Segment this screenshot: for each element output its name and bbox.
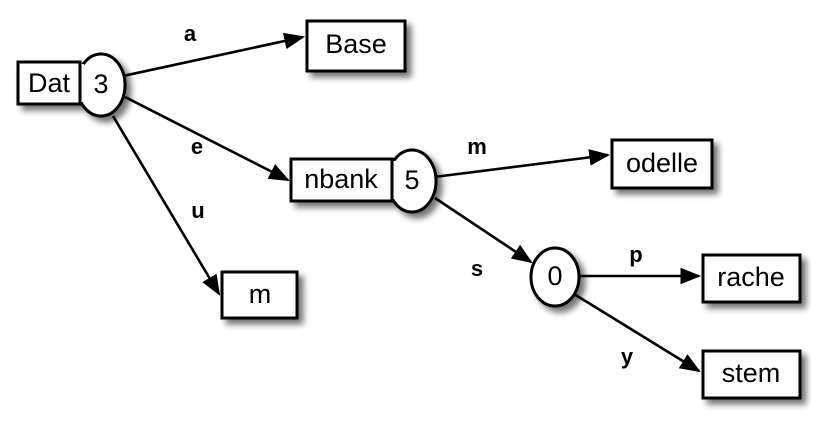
edge-label-y: y [621,344,634,369]
node-stem[interactable] [701,349,802,400]
node-dat-3[interactable] [16,52,127,118]
edge-label-m: m [467,134,487,159]
node-label-stem: stem [722,358,781,388]
node-nbank-5[interactable] [289,148,438,214]
node-box-base[interactable] [305,19,407,73]
node-box-stem[interactable] [701,349,802,400]
nodes-layer: Dat 3 Base nbank 5 m [16,19,802,400]
edge-label-a: a [184,21,197,46]
edge-n5-odelle[interactable] [433,149,611,179]
edge-n3-base[interactable] [122,32,306,78]
node-state-5: 5 [404,165,419,195]
edges-layer [111,32,702,373]
node-box-m[interactable] [220,270,299,320]
node-rache[interactable] [701,253,802,304]
node-m[interactable] [220,270,299,320]
node-box-odelle[interactable] [610,138,714,190]
node-state-3: 3 [93,69,108,99]
node-label-dat: Dat [28,68,71,98]
node-label-odelle: odelle [626,148,698,178]
node-base[interactable] [305,19,407,73]
edge-n3-n5[interactable] [124,95,290,182]
edge-label-p: p [629,242,642,267]
node-state-0: 0 [547,261,562,291]
node-label-m: m [249,279,272,309]
edge-n5-n0[interactable] [434,196,533,264]
node-label-nbank: nbank [304,164,378,194]
node-label-rache: rache [717,262,785,292]
edge-n3-m[interactable] [111,115,221,296]
node-odelle[interactable] [610,138,714,190]
edge-n0-stem[interactable] [573,292,701,373]
edge-label-e: e [191,134,203,159]
node-0[interactable] [529,246,581,308]
node-ellipse-0[interactable] [529,246,581,308]
node-box-rache[interactable] [701,253,802,304]
edge-label-u: u [191,198,204,223]
node-box-nbank[interactable] [289,157,394,203]
edge-label-s: s [471,256,483,281]
node-label-base: Base [325,29,387,59]
edge-labels-layer: a e u m s p y [184,21,643,369]
